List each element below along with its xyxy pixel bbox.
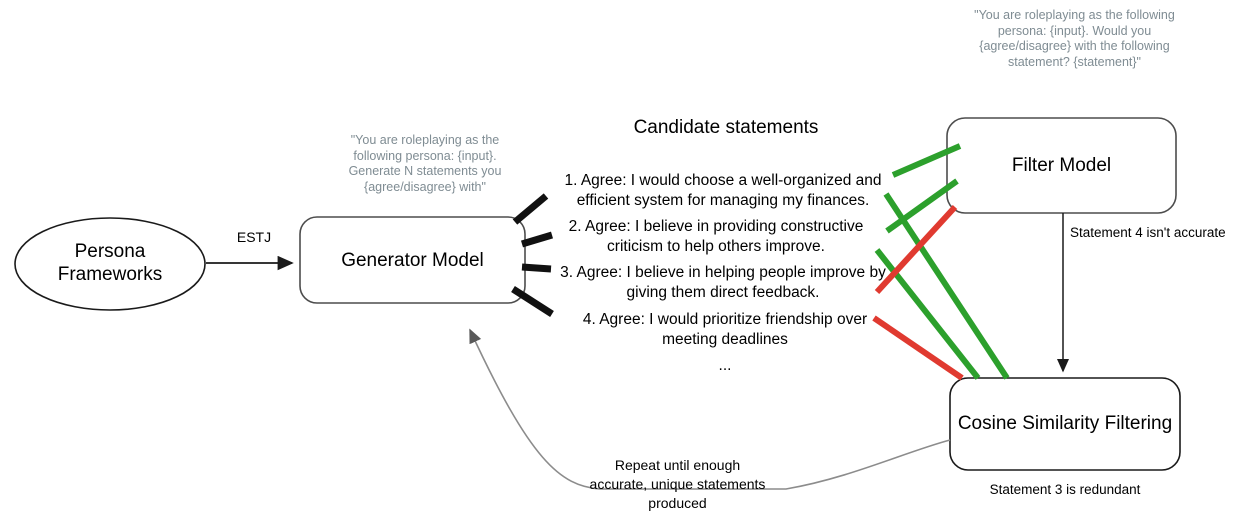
candidate-statement-3: 3. Agree: I believe in helping people im… [560, 264, 886, 301]
generator-output-spokes [511, 193, 554, 317]
candidate-statement-2: 2. Agree: I believe in providing constru… [568, 218, 864, 255]
cosine-similarity-node[interactable] [949, 377, 1181, 471]
accept-line-statement-2-to-filter [885, 178, 959, 234]
feedback-loop-label: Repeat until enough accurate, unique sta… [589, 457, 766, 511]
reject-line-statement-3-to-cosine [872, 315, 964, 381]
edge-label-estj: ESTJ [236, 229, 272, 245]
reject-line-statement-4-to-filter [874, 204, 958, 295]
generator-spoke-1 [512, 193, 549, 225]
filter-model-node[interactable] [946, 117, 1177, 214]
generator-prompt-text: "You are roleplaying as the following pe… [348, 133, 502, 194]
cosine-note-label: Statement 3 is redundant [989, 482, 1141, 497]
candidate-statements-ellipsis: ... [718, 357, 732, 374]
generator-spoke-4 [511, 286, 554, 317]
generator-spoke-2 [520, 231, 554, 248]
generator-model-node[interactable] [299, 216, 526, 304]
accept-line-statement-1-to-cosine [883, 192, 1010, 380]
candidate-statement-4: 4. Agree: I would prioritize friendship … [582, 311, 868, 348]
accept-line-statement-1-to-filter [891, 143, 962, 178]
edge-feedback-loop [469, 328, 951, 490]
candidate-statement-1: 1. Agree: I would choose a well-organize… [564, 172, 882, 209]
edge-label-statement-4-inaccurate: Statement 4 isn't accurate [1070, 225, 1226, 240]
filter-prompt-text: "You are roleplaying as the following pe… [974, 8, 1175, 69]
generator-spoke-3 [521, 263, 552, 273]
persona-frameworks-node[interactable] [14, 217, 206, 311]
candidate-statements-title: Candidate statements [633, 117, 819, 138]
